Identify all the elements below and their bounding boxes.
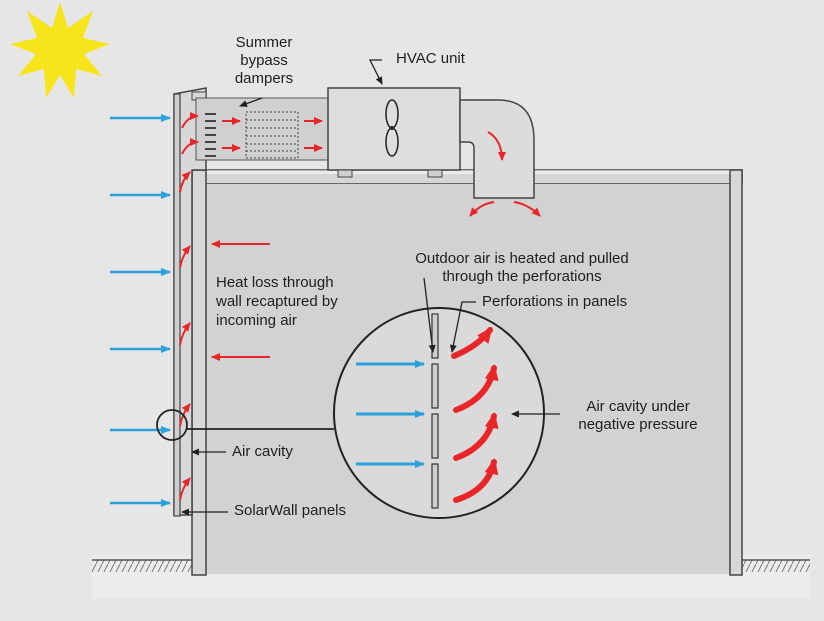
heated-air-arrows-top (181, 112, 541, 217)
leader-lines (181, 59, 560, 516)
building-wall-left (191, 169, 207, 576)
incoming-air-arrows (110, 114, 171, 507)
label-line: dampers (234, 70, 294, 87)
fan-icon (385, 99, 399, 157)
label-line: Outdoor air is heated and pulled (415, 250, 629, 267)
label-summer-bypass-dampers: Summer bypass dampers (224, 34, 304, 88)
label-perforations-in-panels: Perforations in panels (482, 293, 628, 310)
label-line: Summer (235, 34, 293, 51)
detail-marker-circle (156, 409, 188, 441)
label-line: through the perforations (442, 268, 602, 285)
cavity-rising-arrows (179, 171, 191, 501)
label-line: wall recaptured by (216, 293, 338, 310)
label-outdoor-air-heated: Outdoor air is heated and pulled through… (388, 250, 656, 286)
building-roof (191, 169, 743, 185)
heat-loss-arrows (211, 240, 270, 361)
sun-icon (10, 2, 110, 98)
bypass-damper-housing (195, 97, 329, 161)
label-line: bypass (240, 52, 288, 69)
label-line: Heat loss through (216, 274, 334, 291)
label-heat-loss: Heat loss through wall recaptured by inc… (216, 273, 338, 330)
label-line: incoming air (216, 312, 297, 329)
label-hvac-unit: HVAC unit (396, 50, 465, 67)
building-wall-right (729, 169, 743, 576)
label-air-cavity: Air cavity (232, 443, 293, 460)
label-solarwall-panels: SolarWall panels (234, 502, 346, 519)
label-line: negative pressure (578, 416, 698, 433)
hvac-duct (459, 99, 535, 199)
label-air-cavity-negative-pressure: Air cavity under negative pressure (556, 398, 720, 434)
label-line: Air cavity under (586, 398, 690, 415)
magnified-detail (333, 307, 545, 519)
